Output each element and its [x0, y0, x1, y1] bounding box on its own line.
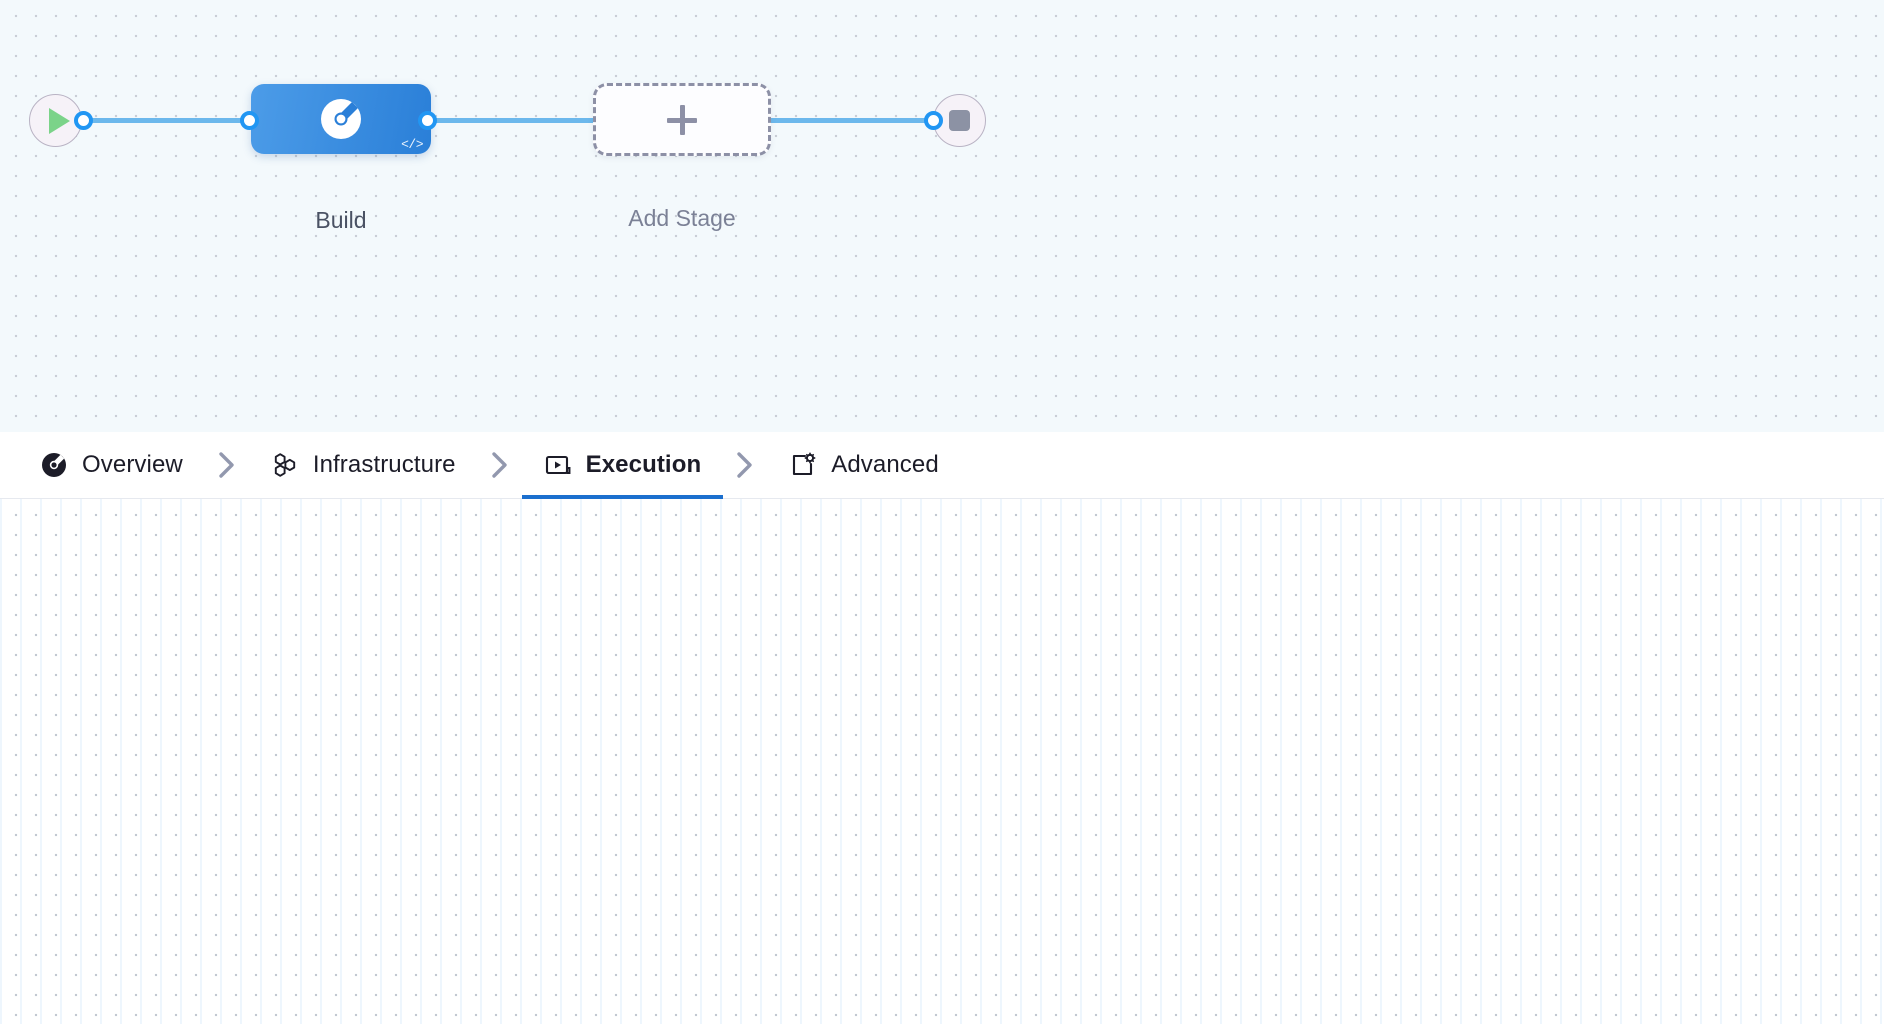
edge-addstage-to-end	[768, 118, 950, 123]
pipeline-start-node[interactable]	[29, 94, 82, 147]
tab-advanced[interactable]: Advanced	[767, 432, 961, 499]
tab-separator-1	[205, 445, 249, 485]
tab-label-execution: Execution	[585, 451, 702, 478]
harness-logo-icon	[321, 99, 361, 139]
tab-infrastructure[interactable]: Infrastructure	[249, 432, 478, 499]
tab-separator-3	[723, 445, 767, 485]
box-gear-icon	[793, 452, 816, 476]
tab-separator-2	[478, 445, 522, 485]
execution-step-canvas[interactable]: </> Background </> Run </> Base Image - …	[0, 499, 1884, 1024]
pipeline-stage-canvas[interactable]: </> Build Add Stage	[0, 0, 1884, 432]
port-end-in[interactable]	[924, 111, 943, 130]
port-build-out[interactable]	[418, 111, 437, 130]
chevron-right-icon	[737, 452, 752, 478]
edge-start-to-build	[88, 118, 263, 123]
play-icon	[48, 107, 70, 134]
stage-config-tabs[interactable]: Overview Infrastructure Execution	[0, 432, 1884, 500]
edge-build-to-addstage	[430, 118, 606, 123]
stage-label-build: Build	[315, 207, 367, 233]
tab-label-overview: Overview	[82, 451, 183, 478]
plus-icon	[667, 104, 697, 135]
stage-node-build[interactable]: </>	[251, 84, 431, 154]
tab-overview[interactable]: Overview	[18, 432, 205, 499]
add-stage-button[interactable]	[593, 83, 771, 156]
pipeline-end-node[interactable]	[933, 94, 986, 147]
stop-icon	[949, 110, 970, 131]
chevron-right-icon	[219, 452, 234, 478]
port-start-out[interactable]	[74, 111, 93, 130]
hexagon-cluster-icon	[274, 453, 295, 477]
harness-logo-icon	[42, 453, 66, 477]
code-badge-icon: </>	[401, 137, 423, 152]
tab-label-advanced: Advanced	[831, 451, 939, 478]
play-box-icon	[545, 455, 571, 475]
chevron-right-icon	[491, 452, 507, 478]
port-build-in[interactable]	[240, 111, 259, 130]
tab-execution[interactable]: Execution	[521, 432, 724, 500]
tab-label-infrastructure: Infrastructure	[312, 451, 456, 478]
add-stage-label: Add Stage	[628, 205, 736, 231]
